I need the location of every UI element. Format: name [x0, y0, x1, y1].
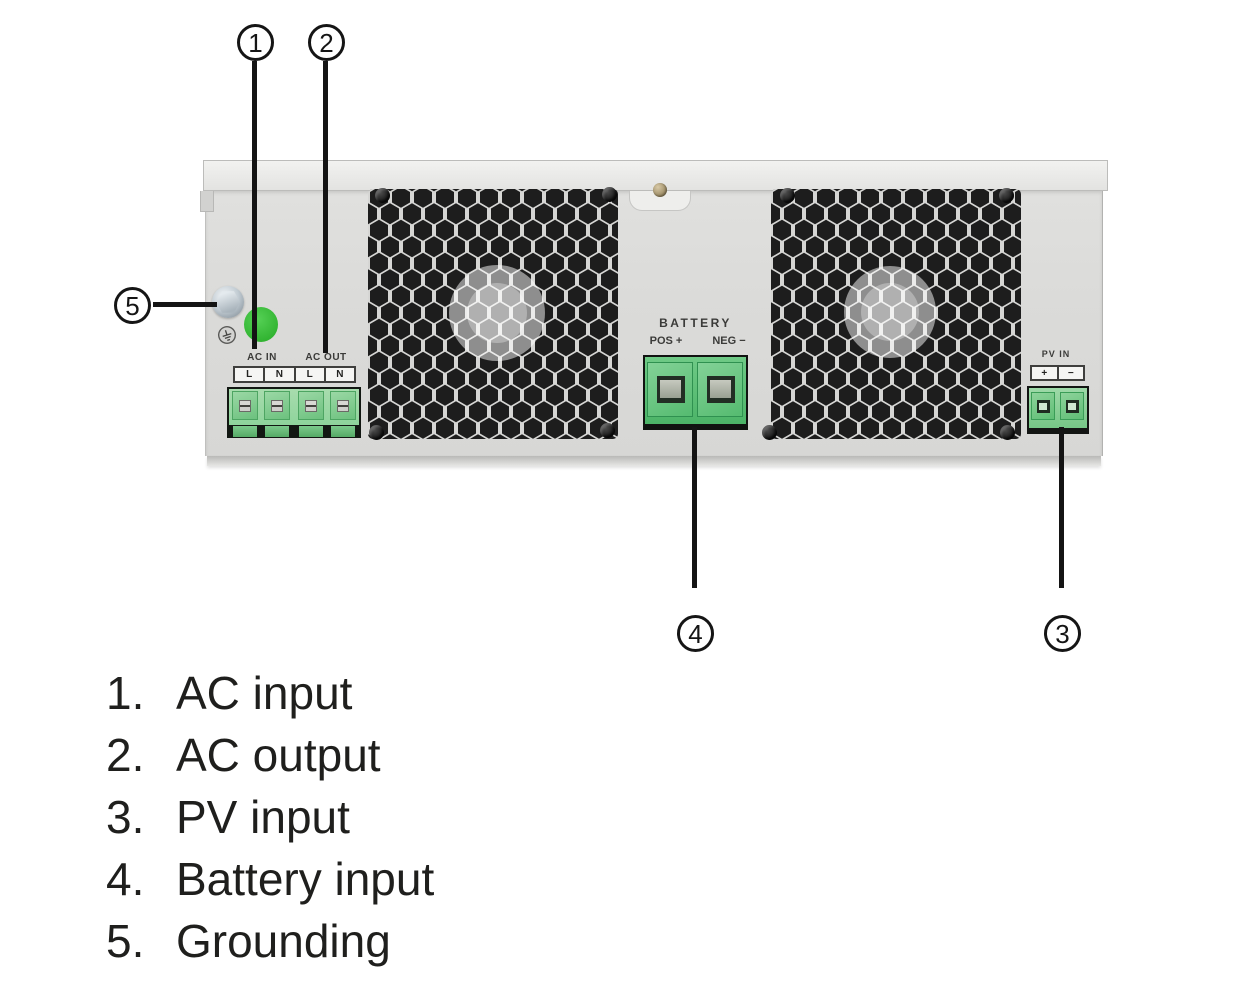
callout-1: 1 [237, 24, 274, 61]
fan-label-right [844, 266, 936, 358]
legend-item-label: AC output [176, 729, 381, 781]
pv-terminal-minus: − [1056, 365, 1085, 381]
fan-grille-left [368, 189, 618, 439]
legend-item-label: Battery input [176, 853, 435, 905]
panel-screw [999, 188, 1014, 203]
ac-in-terminal-l: L [233, 366, 266, 383]
legend-item-number: 3. [106, 791, 145, 843]
panel-screw [369, 425, 384, 440]
pv-terminal-letter-row: + − [1030, 365, 1085, 381]
legend-item-1: 1. AC input [106, 666, 434, 728]
legend-item-number: 2. [106, 729, 145, 781]
panel-screw [780, 188, 795, 203]
battery-terminal-block [643, 355, 748, 430]
pv-terminal-plus: + [1030, 365, 1059, 381]
leader-line-5 [153, 302, 217, 307]
legend-item-4: 4. Battery input [106, 852, 434, 914]
panel-screw [375, 188, 390, 203]
legend-item-label: PV input [176, 791, 350, 843]
ac-out-terminal-l: L [293, 366, 326, 383]
callout-2: 2 [308, 24, 345, 61]
panel-screw [602, 187, 617, 202]
ac-terminal-letter-row: L N L N [233, 366, 356, 383]
legend-item-number: 1. [106, 667, 145, 719]
panel-bottom-lip [207, 456, 1101, 466]
leader-line-3 [1059, 427, 1064, 588]
leader-line-4 [692, 427, 697, 588]
ac-in-label: AC IN [247, 352, 277, 363]
callout-5: 5 [114, 287, 151, 324]
legend-item-5: 5. Grounding [106, 914, 434, 976]
panel-screw [1000, 425, 1015, 440]
fan-grille-right [771, 189, 1021, 439]
legend-item-number: 5. [106, 915, 145, 967]
grounding-screw [212, 286, 244, 318]
ac-in-terminal-n: N [263, 366, 296, 383]
panel-mounting-tab [629, 191, 691, 211]
fan-label-left [449, 265, 545, 361]
callout-4: 4 [677, 615, 714, 652]
legend-list: 1. AC input 2. AC output 3. PV input 4. … [106, 666, 434, 976]
earth-ground-icon [217, 325, 237, 345]
ac-out-terminal-n: N [323, 366, 356, 383]
leader-line-1 [252, 61, 257, 349]
battery-label: BATTERY [659, 316, 732, 330]
panel-screw [762, 425, 777, 440]
battery-pos-label: POS + [649, 335, 683, 347]
legend-item-2: 2. AC output [106, 728, 434, 790]
panel-left-tab [200, 191, 214, 212]
callout-3: 3 [1044, 615, 1081, 652]
ac-out-label: AC OUT [305, 352, 347, 363]
pv-in-label: PV IN [1041, 349, 1071, 359]
panel-screw [600, 423, 615, 438]
pv-terminal-block [1027, 386, 1089, 434]
mounting-tab-screw [653, 183, 667, 197]
battery-neg-label: NEG − [712, 335, 746, 347]
legend-item-label: Grounding [176, 915, 391, 967]
leader-line-2 [323, 61, 328, 353]
legend-item-number: 4. [106, 853, 145, 905]
legend-item-3: 3. PV input [106, 790, 434, 852]
ac-terminal-block [227, 387, 361, 438]
green-qc-dot [244, 307, 278, 342]
legend-item-label: AC input [176, 667, 353, 719]
